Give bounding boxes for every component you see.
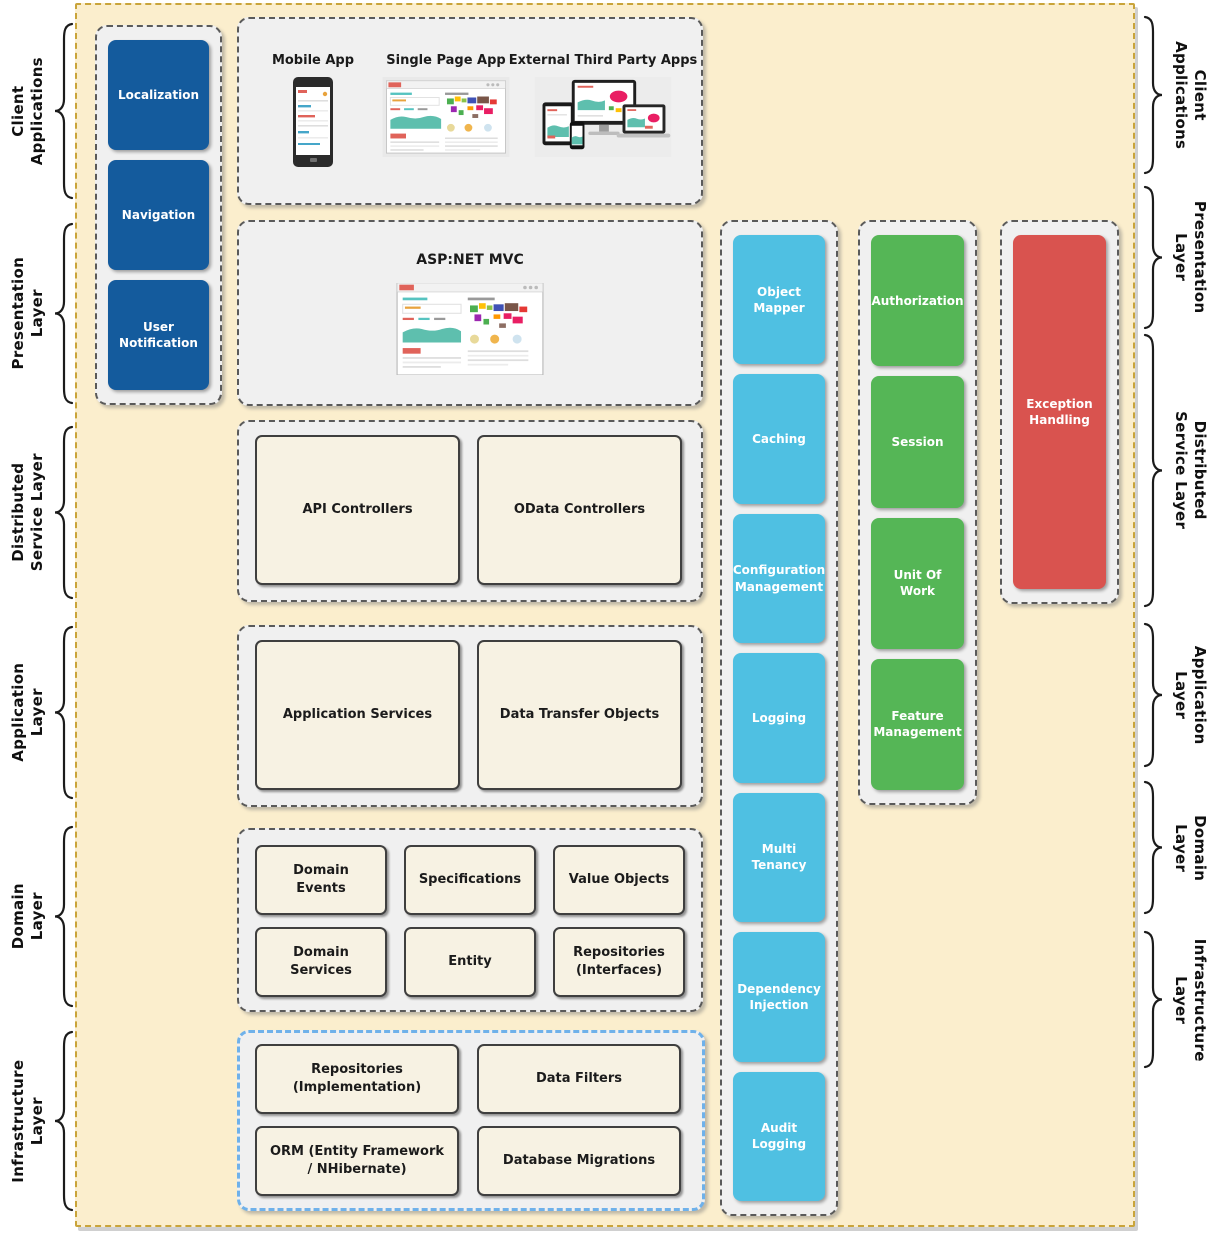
left-label-application-layer: Application Layer: [8, 662, 46, 762]
node-repositories-implementation[interactable]: Repositories (Implementation): [255, 1044, 459, 1114]
mobile-app-label: Mobile App: [271, 53, 355, 68]
node-dependency-injection[interactable]: Dependency Injection: [733, 932, 825, 1062]
client-applications-figures: Mobile App Single Page App: [237, 17, 703, 205]
left-label-domain-layer: Domain Layer: [8, 883, 46, 950]
left-label-presentation-layer: Presentation Layer: [8, 256, 46, 370]
node-data-filters[interactable]: Data Filters: [477, 1044, 681, 1114]
node-exception-handling[interactable]: Exception Handling: [1013, 235, 1106, 589]
right-label-presentation-layer: Presentation Layer: [1172, 200, 1210, 314]
aspnet-mvc-label: ASP:NET MVC: [416, 252, 524, 268]
node-data-transfer-objects[interactable]: Data Transfer Objects: [477, 640, 682, 790]
node-api-controllers[interactable]: API Controllers: [255, 435, 460, 585]
right-label-distributed-service-layer: Distributed Service Layer: [1172, 411, 1210, 530]
right-brace-client-applications: [1143, 15, 1165, 175]
node-entity[interactable]: Entity: [404, 927, 536, 997]
external-third-party-apps-label: External Third Party Apps: [508, 53, 698, 68]
node-specifications[interactable]: Specifications: [404, 845, 536, 915]
node-feature-management[interactable]: Feature Management: [871, 658, 964, 790]
left-brace-presentation-layer: [52, 222, 74, 405]
node-localization[interactable]: Localization: [108, 40, 209, 150]
cross-cutting-cyan-group[interactable]: Object Mapper Caching Configuration Mana…: [720, 220, 838, 1216]
node-odata-controllers[interactable]: OData Controllers: [477, 435, 682, 585]
node-domain-services[interactable]: Domain Services: [255, 927, 387, 997]
node-session[interactable]: Session: [871, 376, 964, 508]
node-orm[interactable]: ORM (Entity Framework / NHibernate): [255, 1126, 459, 1196]
node-database-migrations[interactable]: Database Migrations: [477, 1126, 681, 1196]
right-brace-presentation-layer: [1143, 185, 1165, 330]
node-object-mapper[interactable]: Object Mapper: [733, 235, 825, 365]
figure-single-page-app[interactable]: Single Page App: [373, 53, 519, 205]
left-label-infrastructure-layer: Infrastructure Layer: [8, 1059, 46, 1183]
node-caching[interactable]: Caching: [733, 374, 825, 504]
right-brace-infrastructure-layer: [1143, 930, 1165, 1069]
cross-cutting-red-group[interactable]: Exception Handling: [1000, 220, 1119, 604]
node-logging[interactable]: Logging: [733, 653, 825, 783]
mobile-app-image: [293, 77, 333, 167]
node-audit-logging[interactable]: Audit Logging: [733, 1071, 825, 1201]
cross-cutting-green-group[interactable]: Authorization Session Unit Of Work Featu…: [858, 220, 977, 805]
left-brace-client-applications: [52, 22, 74, 200]
single-page-app-image: [382, 77, 510, 157]
left-brace-infrastructure-layer: [52, 1030, 74, 1212]
node-authorization[interactable]: Authorization: [871, 235, 964, 367]
single-page-app-label: Single Page App: [386, 53, 506, 68]
right-brace-distributed-service-layer: [1143, 333, 1165, 608]
node-value-objects[interactable]: Value Objects: [553, 845, 685, 915]
left-label-distributed-service-layer: Distributed Service Layer: [8, 453, 46, 572]
node-user-notification[interactable]: User Notification: [108, 280, 209, 390]
node-repositories-interfaces[interactable]: Repositories (Interfaces): [553, 927, 685, 997]
node-navigation[interactable]: Navigation: [108, 160, 209, 270]
node-unit-of-work[interactable]: Unit Of Work: [871, 517, 964, 649]
node-application-services[interactable]: Application Services: [255, 640, 460, 790]
right-brace-domain-layer: [1143, 780, 1165, 915]
multi-device-image: [534, 77, 672, 157]
right-label-infrastructure-layer: Infrastructure Layer: [1172, 938, 1210, 1062]
node-multi-tenancy[interactable]: Multi Tenancy: [733, 792, 825, 923]
aspnet-dashboard-image: [396, 283, 544, 375]
left-brace-distributed-service-layer: [52, 425, 74, 600]
left-brace-domain-layer: [52, 825, 74, 1008]
left-brace-application-layer: [52, 625, 74, 800]
node-domain-events[interactable]: Domain Events: [255, 845, 387, 915]
node-configuration-management[interactable]: Configuration Management: [733, 513, 825, 644]
right-brace-application-layer: [1143, 622, 1165, 768]
presentation-shared-group[interactable]: Localization Navigation User Notificatio…: [95, 25, 222, 405]
figure-external-third-party-apps[interactable]: External Third Party Apps: [509, 53, 697, 205]
figure-mobile-app[interactable]: Mobile App: [253, 53, 373, 205]
left-label-client-applications: Client Applications: [8, 57, 46, 166]
